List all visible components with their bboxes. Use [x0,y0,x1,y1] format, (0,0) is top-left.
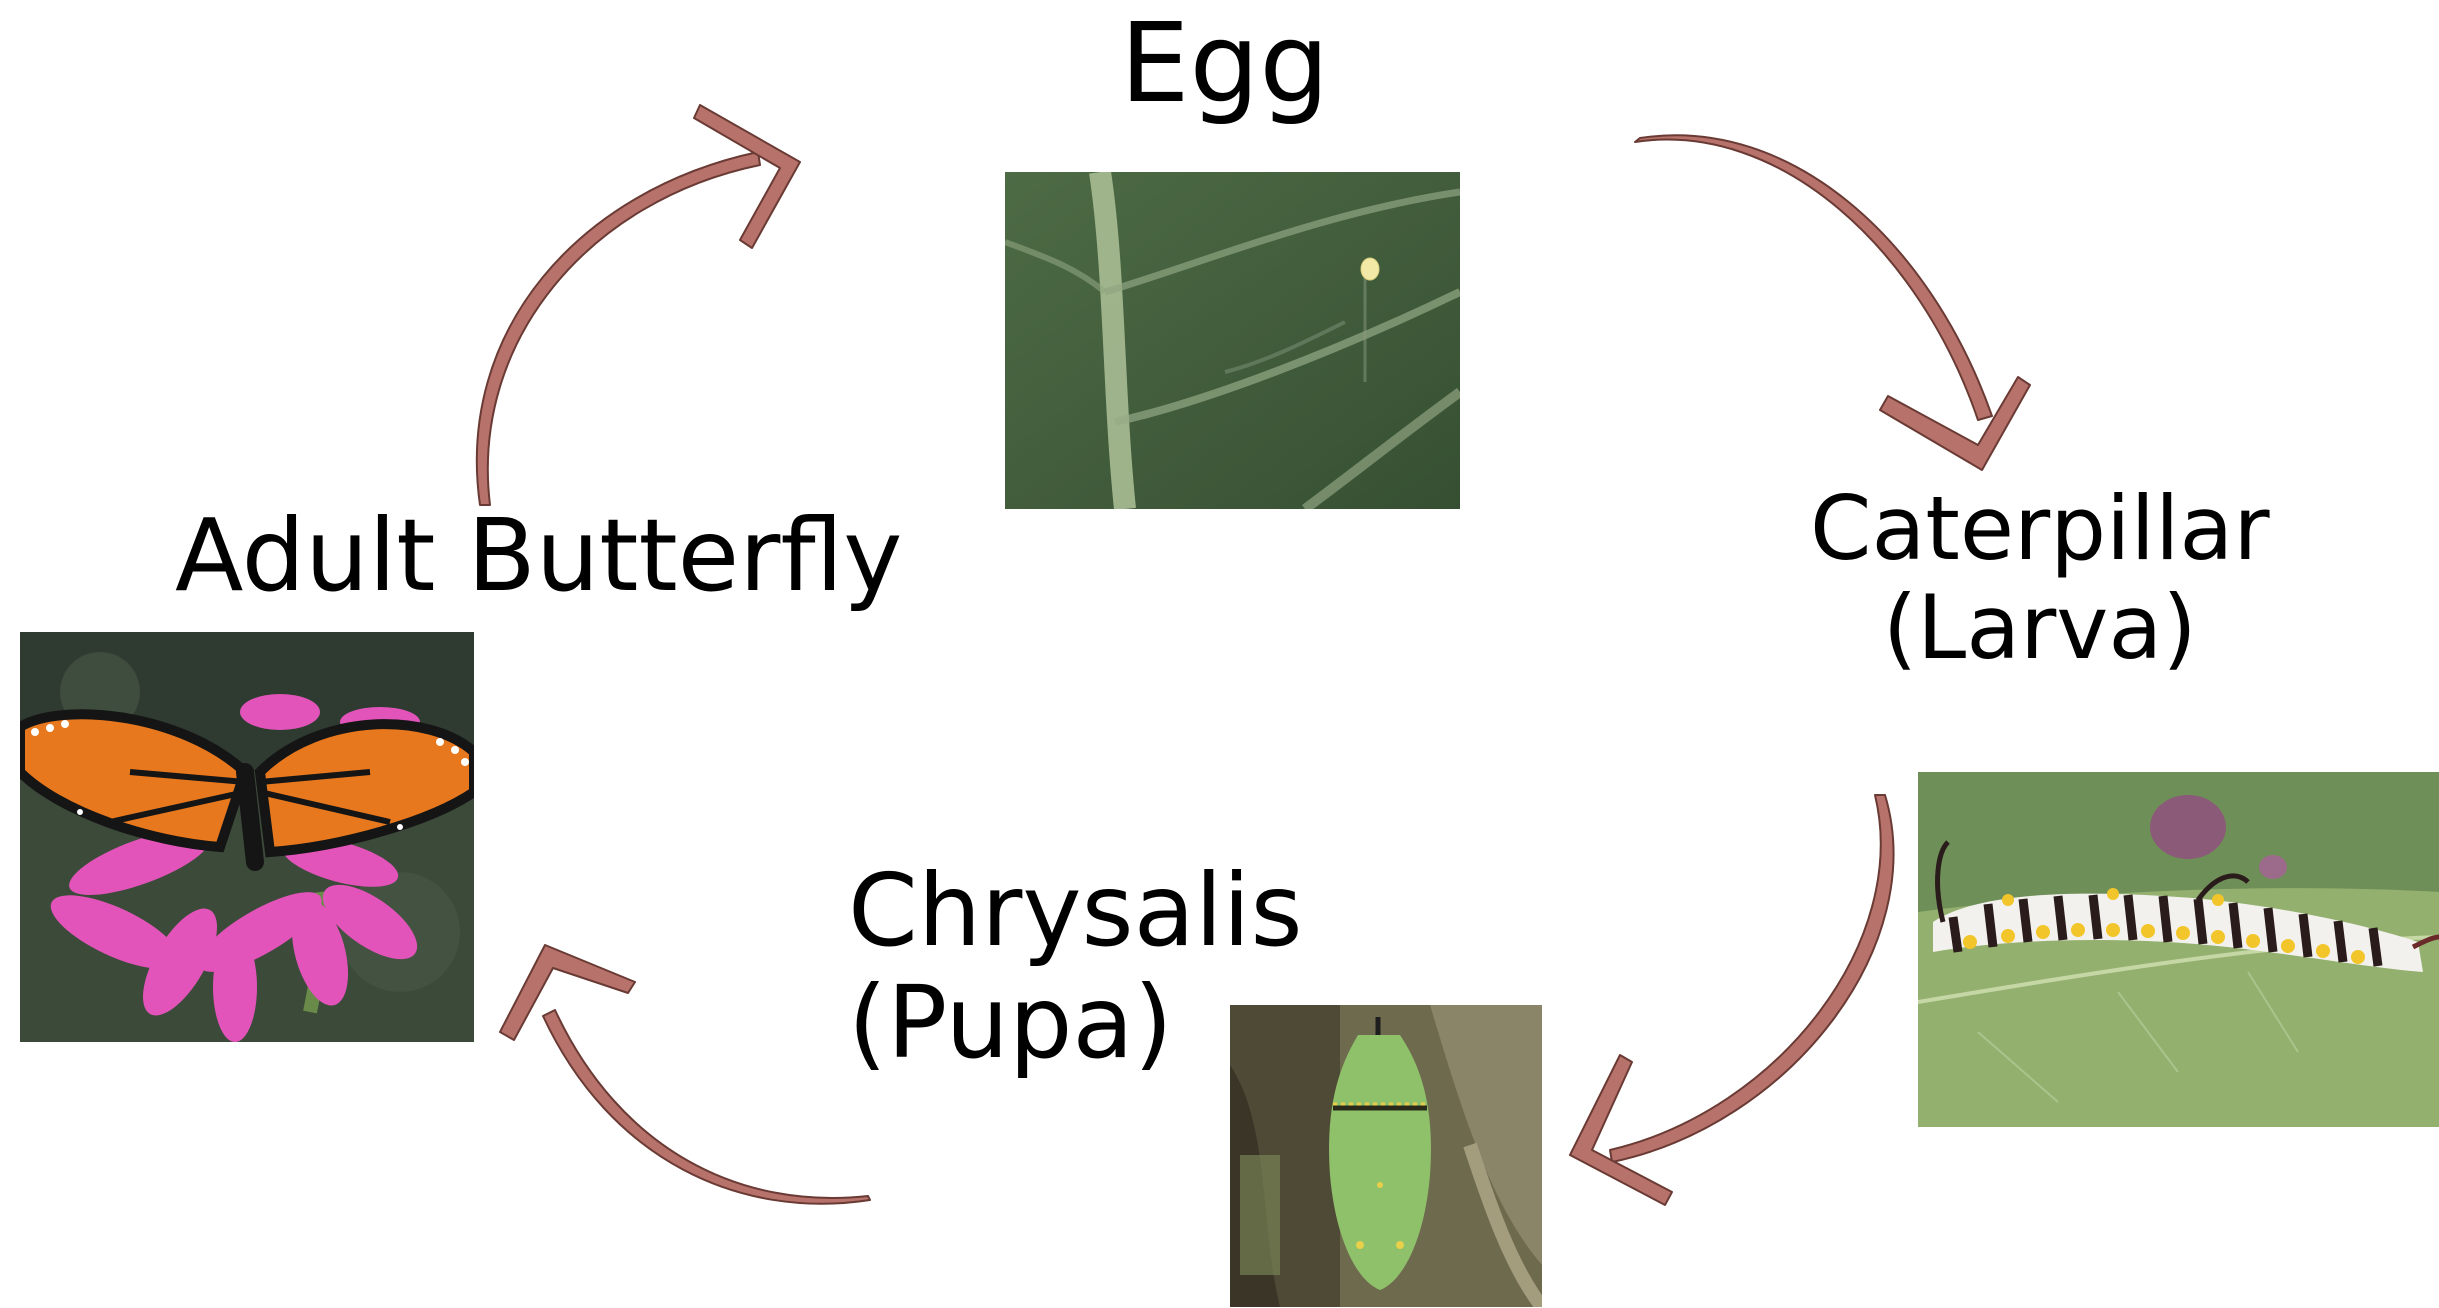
arrow-head-icon [500,945,635,1040]
arrow-egg-to-caterpillar [1635,135,2030,470]
arrow-chrysalis-to-adult [500,945,870,1204]
arrow-adult-to-egg [477,105,800,505]
arrow-caterpillar-to-chrysalis [1570,795,1893,1205]
arrow-head-icon [1880,377,2030,470]
arrow-head-icon [1570,1055,1672,1205]
